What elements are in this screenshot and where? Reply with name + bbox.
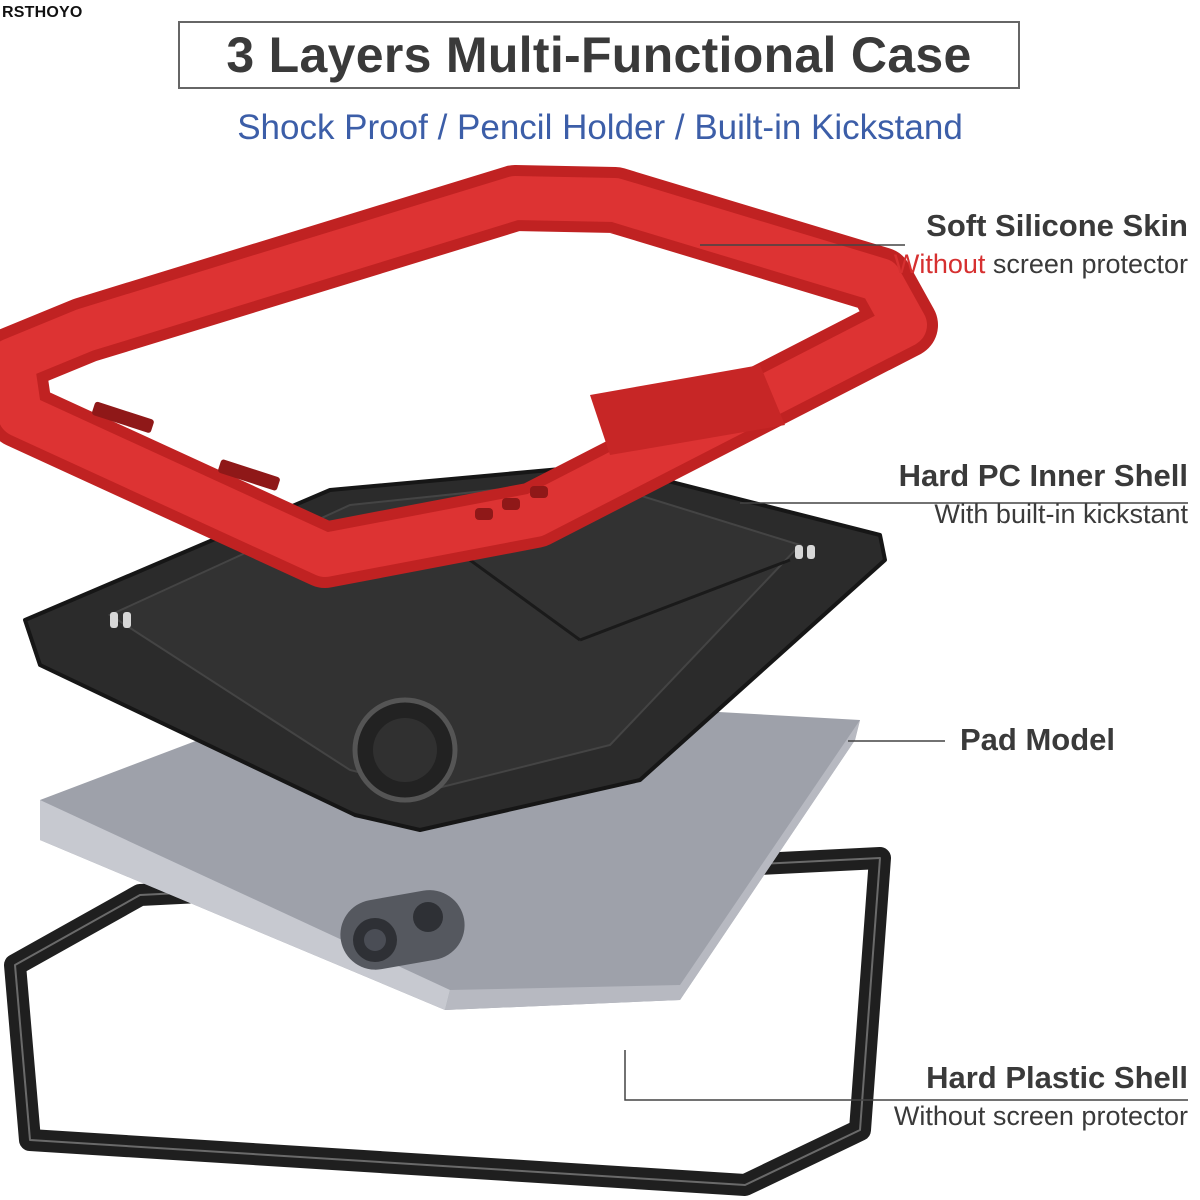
- label-title: Soft Silicone Skin: [926, 208, 1188, 243]
- label-soft-silicone-skin: Soft Silicone Skin Without screen protec…: [894, 208, 1188, 284]
- camera-module-icon: [340, 890, 465, 970]
- label-hard-plastic-shell: Hard Plastic Shell Without screen protec…: [894, 1060, 1188, 1136]
- label-subtitle: Without screen protector: [893, 1101, 1188, 1131]
- label-highlight: Without: [893, 249, 986, 279]
- brand-logo: RSTHOYO: [2, 4, 83, 21]
- label-subtitle: With built-in kickstant: [934, 499, 1188, 529]
- leader-line-plastic-shell: [624, 1050, 1188, 1101]
- label-subtitle-rest: screen protector: [985, 249, 1188, 279]
- label-title: Hard PC Inner Shell: [898, 458, 1188, 493]
- page-title: 3 Layers Multi-Functional Case: [226, 27, 972, 83]
- pad-model-tablet: [40, 690, 860, 1010]
- label-pad-model: Pad Model: [960, 722, 1115, 758]
- label-title: Pad Model: [959, 722, 1115, 757]
- soft-silicone-skin-frame: [0, 165, 938, 588]
- title-box: 3 Layers Multi-Functional Case: [178, 21, 1020, 89]
- page-subtitle: Shock Proof / Pencil Holder / Built-in K…: [237, 108, 963, 147]
- hard-plastic-shell-frame: [4, 847, 891, 1196]
- label-hard-pc-inner-shell: Hard PC Inner Shell With built-in kickst…: [899, 458, 1188, 534]
- label-title: Hard Plastic Shell: [926, 1060, 1188, 1095]
- label-subtitle: Without screen protector: [894, 244, 1188, 284]
